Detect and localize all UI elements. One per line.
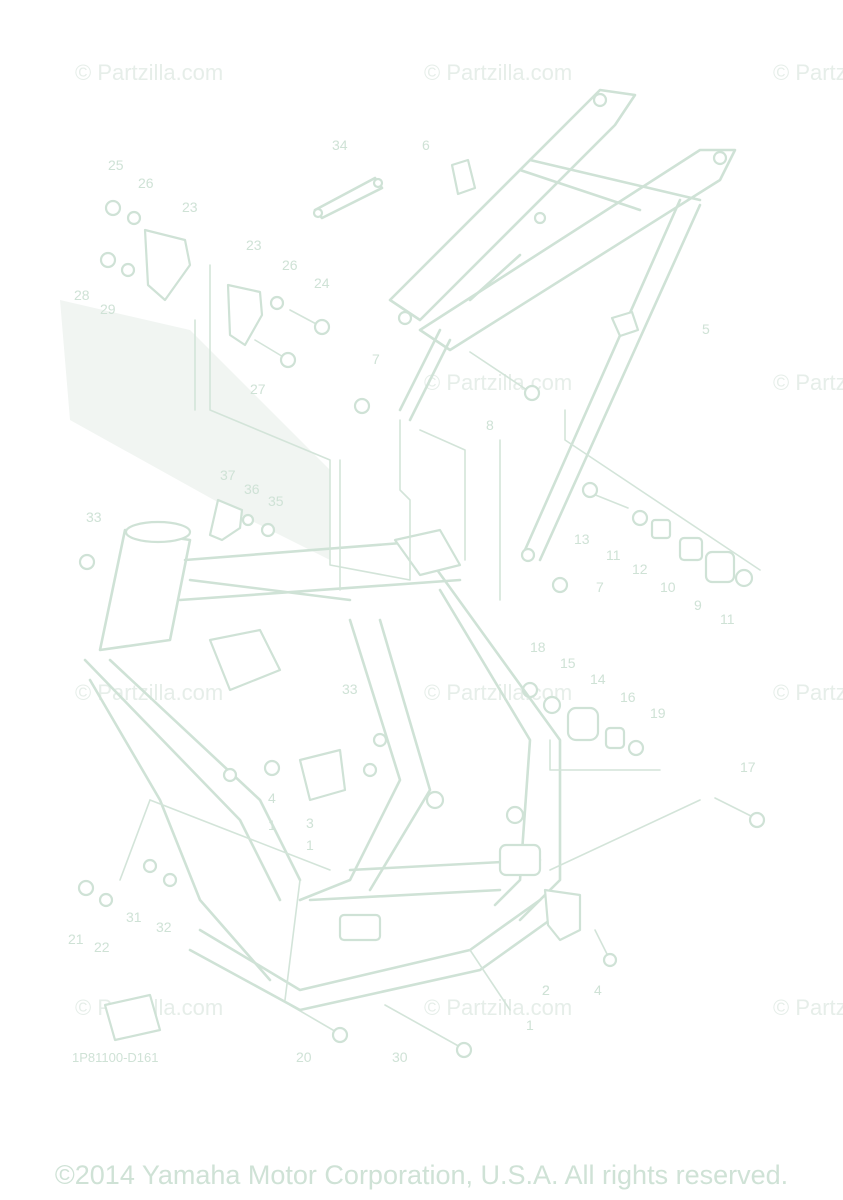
callouts: 1 2 3 4 5 6 7 8 9 10 11 12 13 14 15 16 1… — [68, 137, 756, 1065]
callout-label: 11 — [720, 611, 735, 627]
part-6 — [450, 158, 477, 196]
callout-label: 2 — [542, 982, 550, 998]
bracket-34 — [312, 176, 384, 220]
hardware — [77, 199, 766, 1059]
bracket-37 — [208, 498, 244, 542]
callout-label: 33 — [342, 681, 358, 697]
callout-label: 1 — [306, 837, 314, 853]
callout-label: 36 — [244, 481, 260, 497]
watermark: © Partzilla.com — [75, 680, 223, 705]
main-frame — [83, 520, 582, 1042]
callout-label: 16 — [620, 689, 636, 705]
callout-label: 9 — [694, 597, 702, 613]
callout-label: 26 — [282, 257, 298, 273]
callout-label: 10 — [660, 579, 676, 595]
callout-label: 2 — [542, 982, 550, 998]
rear-subframe — [388, 88, 737, 422]
watermark: © Partzilla.com — [424, 995, 572, 1020]
callout-label: 35 — [268, 493, 284, 509]
callout-label: 25 — [108, 157, 124, 173]
callout-label: 23 — [246, 237, 262, 253]
diagram-code: 1P81100-D161 — [72, 1050, 159, 1065]
watermark: © Partzilla.com — [773, 60, 843, 85]
callout-label: 7 — [596, 579, 604, 595]
callout-label: 33 — [86, 509, 102, 525]
callout-label: 13 — [574, 531, 590, 547]
callout-label: 1 — [268, 817, 276, 833]
callout-label: 30 — [392, 1049, 408, 1065]
shaded-area — [60, 300, 330, 560]
callout-label: 5 — [702, 321, 710, 337]
callout-label: 37 — [220, 467, 236, 483]
callout-label: 32 — [156, 919, 172, 935]
engine-mounts-23 — [143, 228, 264, 347]
watermark: © Partzilla.com — [424, 60, 572, 85]
callout-label: 27 — [250, 381, 266, 397]
callout-label: 6 — [422, 137, 430, 153]
callout-label: 28 — [74, 287, 90, 303]
callout-label: 21 — [68, 931, 84, 947]
callout-label: 8 — [486, 417, 494, 433]
callout-label: 17 — [740, 759, 756, 775]
callout-label: 15 — [560, 655, 576, 671]
watermark: © Partzilla.com — [424, 370, 572, 395]
callout-label: 22 — [94, 939, 110, 955]
callout-label: 20 — [296, 1049, 312, 1065]
callout-label: 14 — [590, 671, 606, 687]
leader-lines — [119, 264, 761, 1011]
callout-label: 7 — [372, 351, 380, 367]
watermark: © Partzilla.com — [773, 370, 843, 395]
watermark: © Partzilla.com — [773, 680, 843, 705]
callout-label: 34 — [332, 137, 348, 153]
callout-label: 29 — [100, 301, 116, 317]
callout-label: 12 — [632, 561, 648, 577]
watermark: © Partzilla.com — [773, 995, 843, 1020]
copyright-notice: ©2014 Yamaha Motor Corporation, U.S.A. A… — [54, 1160, 789, 1190]
callout-label: 1 — [526, 1017, 534, 1033]
callout-label: 24 — [314, 275, 330, 291]
callout-label: 23 — [182, 199, 198, 215]
watermark: © Partzilla.com — [75, 60, 223, 85]
callout-label: 31 — [126, 909, 142, 925]
callout-label: 4 — [594, 982, 602, 998]
callout-label: 26 — [138, 175, 154, 191]
callout-label: 11 — [606, 547, 621, 563]
callout-label: 18 — [530, 639, 546, 655]
callout-label: 19 — [650, 705, 666, 721]
callout-label: 4 — [268, 790, 276, 806]
callout-label: 3 — [306, 815, 314, 831]
brace-5 — [520, 198, 702, 563]
